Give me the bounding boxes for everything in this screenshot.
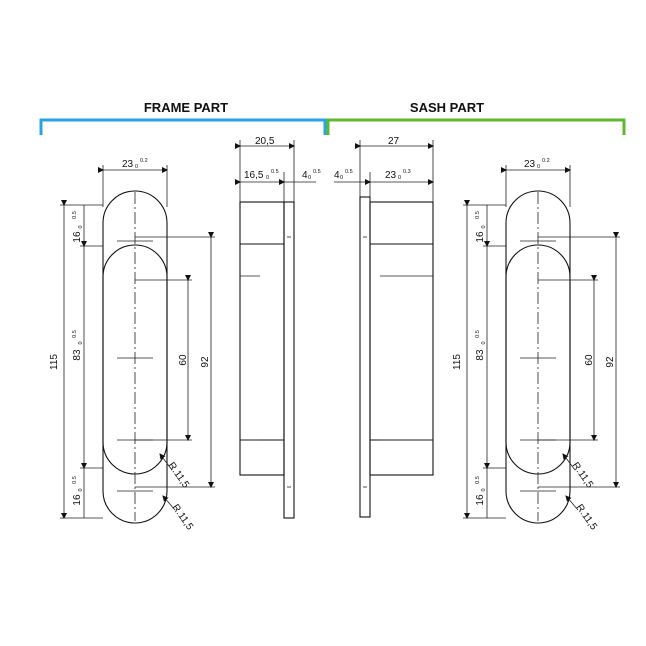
frame-outer-body	[102, 190, 168, 524]
svg-text:0: 0	[537, 164, 540, 170]
sash-width-dim: 23	[524, 159, 536, 170]
svg-text:0.5: 0.5	[475, 211, 481, 219]
sash-side-body	[369, 201, 434, 476]
frame-hole-span-dim: 92	[200, 356, 211, 368]
frame-inner-depth-dim: 16,5	[244, 170, 264, 181]
svg-text:0.5: 0.5	[345, 169, 353, 175]
frame-inner-length-dim: 83	[72, 349, 83, 361]
frame-inner-pocket	[102, 244, 168, 475]
svg-text:0: 0	[340, 175, 343, 181]
frame-hole-spacing-dim: 60	[178, 354, 189, 366]
svg-text:0: 0	[398, 175, 401, 181]
svg-text:0.3: 0.3	[403, 169, 411, 175]
frame-end-length-dim-top: 16	[72, 231, 83, 243]
svg-text:0.5: 0.5	[72, 330, 78, 338]
svg-text:0.5: 0.5	[72, 211, 78, 219]
frame-total-length-dim: 115	[49, 354, 60, 370]
svg-text:0: 0	[78, 225, 84, 228]
svg-text:0.5: 0.5	[271, 169, 279, 175]
sash-radius-dim-1: R.11,5	[570, 460, 596, 490]
sash-end-length-dim-bottom: 16	[475, 494, 486, 506]
svg-text:0.5: 0.5	[475, 476, 481, 484]
sash-depth-dim: 27	[388, 136, 400, 147]
svg-text:0: 0	[481, 341, 487, 344]
sash-front-view	[505, 190, 571, 524]
sash-front-dimensions: 23 0 0.2 115 16 0 0.5 83 0 0.5 16 0 0.5 …	[452, 158, 620, 533]
svg-text:0.5: 0.5	[475, 330, 481, 338]
frame-side-view: 20,5 16,5 0 0.5 4 0 0.5	[235, 136, 321, 519]
sash-inner-pocket	[505, 244, 571, 475]
sash-outer-body	[505, 190, 571, 524]
svg-text:0: 0	[308, 175, 311, 181]
svg-text:0.2: 0.2	[542, 158, 550, 164]
svg-text:0.2: 0.2	[140, 158, 148, 164]
sash-part-bracket	[326, 118, 626, 135]
frame-radius-dim-2: R.11,5	[170, 502, 196, 532]
sash-side-plate	[359, 196, 371, 518]
frame-plate-thickness-dim: 4	[302, 170, 308, 181]
sash-hole-span-dim: 92	[605, 356, 616, 368]
svg-text:0: 0	[78, 341, 84, 344]
svg-text:0: 0	[266, 175, 269, 181]
frame-part-bracket	[39, 118, 327, 135]
frame-side-plate	[283, 201, 295, 519]
frame-width-dim: 23	[122, 159, 134, 170]
frame-front-view	[102, 190, 168, 524]
frame-front-dimensions: 23 0 0.2 115 16 0 0.5 83 0 0.5 16 0 0.5 …	[49, 158, 215, 533]
frame-side-body	[239, 201, 285, 476]
sash-part-title: SASH PART	[410, 100, 484, 115]
frame-depth-dim: 20,5	[255, 136, 275, 147]
frame-part-title: FRAME PART	[144, 100, 228, 115]
sash-hole-spacing-dim: 60	[584, 354, 595, 366]
sash-width-dim-side: 23	[385, 170, 397, 181]
svg-text:0: 0	[135, 164, 138, 170]
sash-end-length-dim-top: 16	[475, 231, 486, 243]
sash-total-length-dim: 115	[452, 354, 463, 370]
sash-inner-length-dim: 83	[475, 349, 486, 361]
svg-text:0: 0	[78, 488, 84, 491]
svg-text:0.5: 0.5	[72, 476, 78, 484]
svg-text:0: 0	[481, 225, 487, 228]
sash-plate-thickness-dim: 4	[334, 170, 340, 181]
frame-end-length-dim-bottom: 16	[72, 494, 83, 506]
sash-radius-dim-2: R.11,5	[574, 502, 600, 532]
svg-text:0: 0	[481, 488, 487, 491]
svg-text:0.5: 0.5	[313, 169, 321, 175]
frame-radius-dim-1: R.11,5	[166, 460, 192, 490]
sash-side-view: 27 4 0 0.5 23 0 0.3	[334, 136, 434, 518]
